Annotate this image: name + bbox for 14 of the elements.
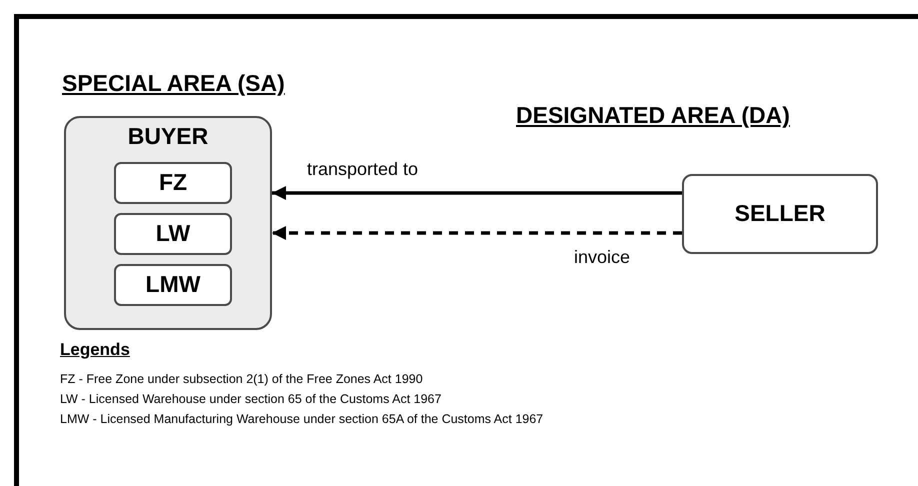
area-box: BUYER FZ LW LMW	[64, 116, 272, 330]
legend-note: LMW - Licensed Manufacturing Warehouse under section 65A of the Customs Act 1967	[60, 412, 544, 426]
edge-label: transported to	[307, 160, 418, 180]
arrow	[272, 226, 682, 240]
entity-box: SELLER	[682, 174, 878, 254]
legend-heading: Legends	[60, 340, 130, 360]
entity-box: LW	[114, 213, 232, 255]
section-heading: SPECIAL AREA (SA)	[62, 70, 285, 97]
arrow	[272, 186, 682, 200]
legend-note: FZ - Free Zone under subsection 2(1) of the Free Zones Act 1990	[60, 372, 423, 386]
entity-box: FZ	[114, 162, 232, 204]
legend-note: LW - Licensed Warehouse under section 65 of the Customs Act 1967	[60, 392, 442, 406]
entity-box: LMW	[114, 264, 232, 306]
section-heading: DESIGNATED AREA (DA)	[516, 102, 790, 129]
